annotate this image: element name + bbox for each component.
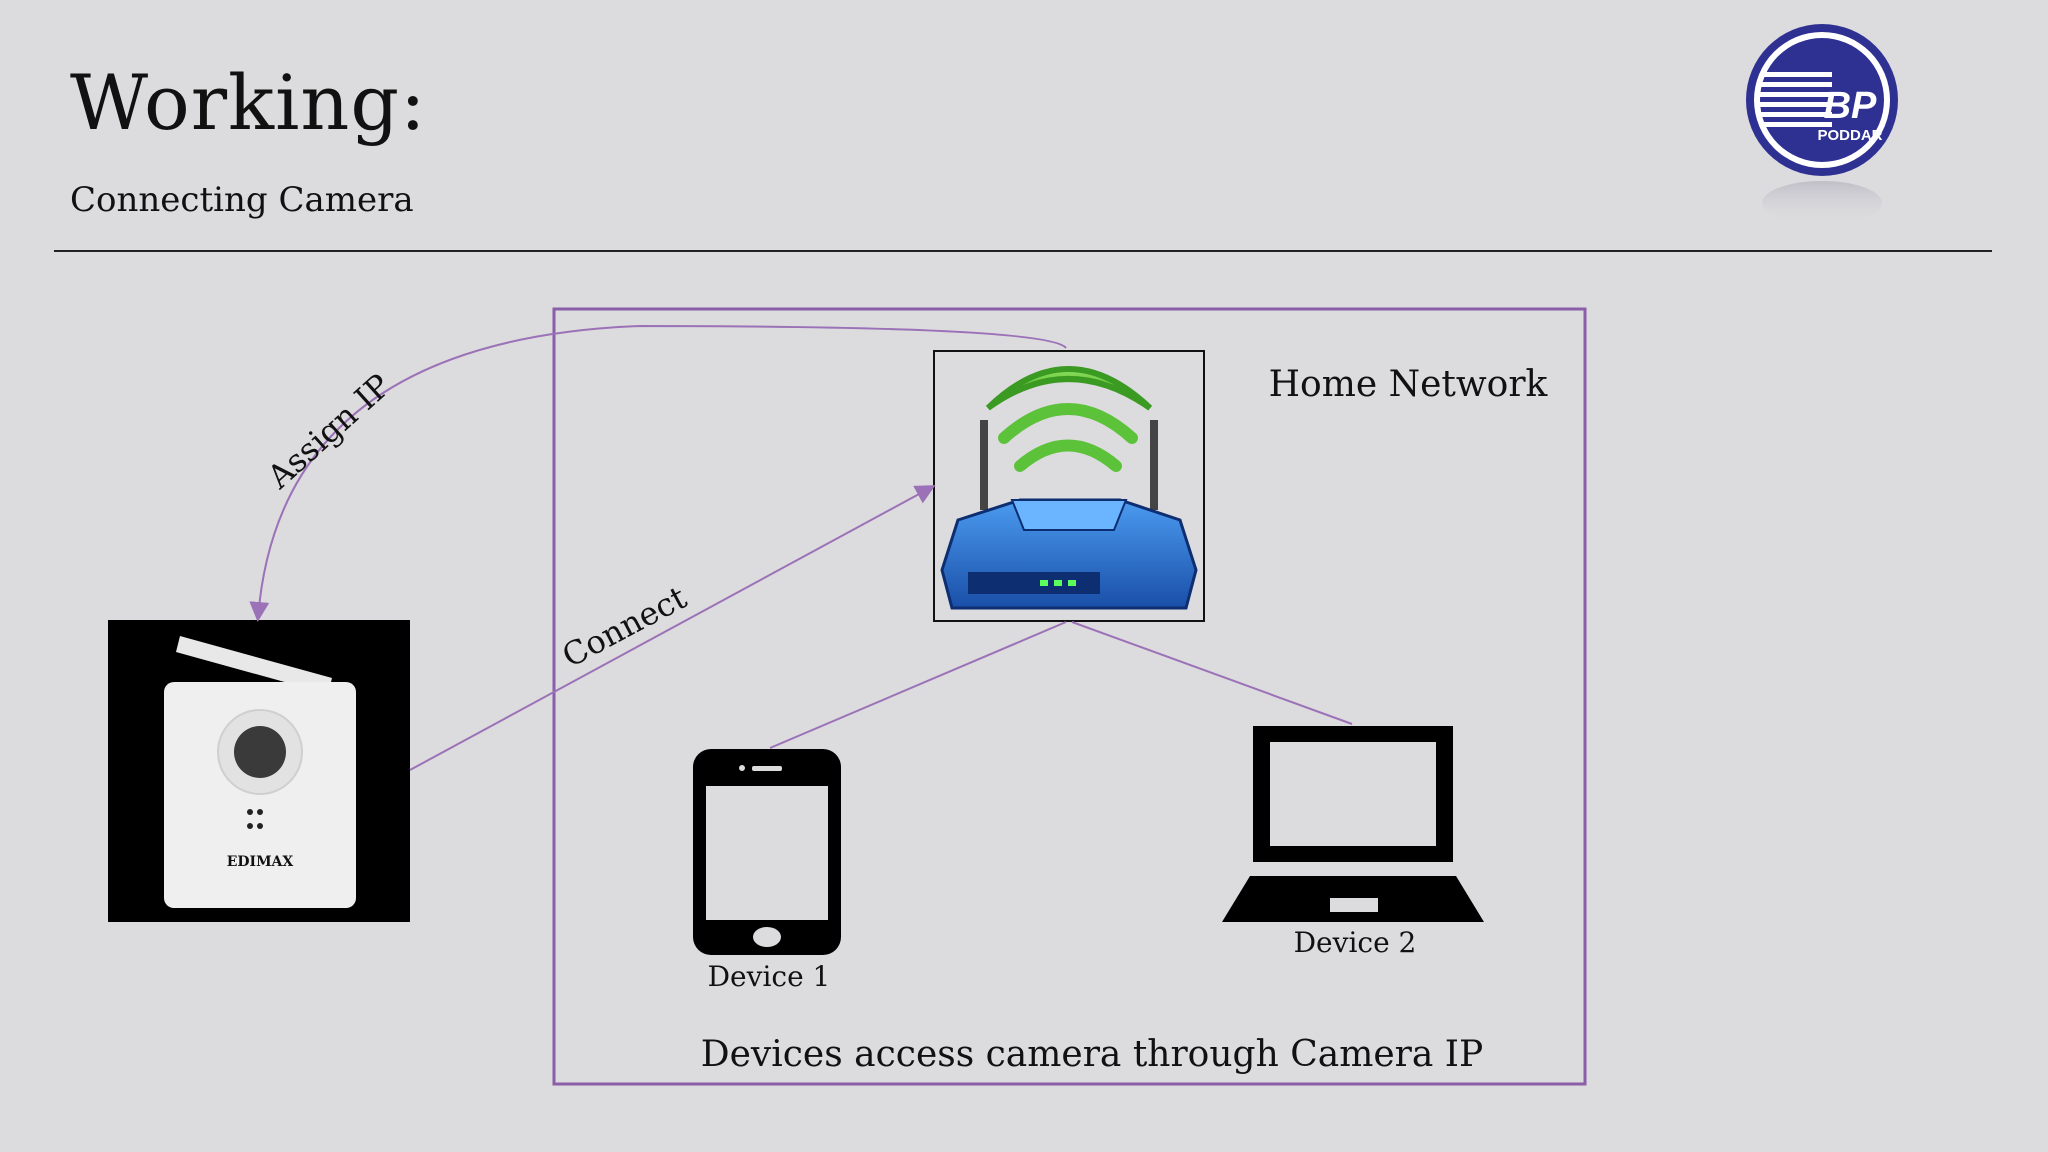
svg-text:PODDAR: PODDAR <box>1817 127 1882 144</box>
assign-ip-label: Assign IP <box>259 366 398 496</box>
wifi-signal-icon <box>985 366 1153 411</box>
ip-camera: EDIMAX <box>108 620 410 922</box>
footer-caption: Devices access camera through Camera IP <box>701 1034 1483 1075</box>
camera-brand: EDIMAX <box>227 854 294 870</box>
slide-title: Working: <box>70 58 427 147</box>
connect-arrow <box>409 485 936 771</box>
assign-ip-arrow <box>249 324 1067 622</box>
router <box>933 350 1205 622</box>
institute-logo: BP PODDAR <box>1746 24 1898 225</box>
svg-text:BP: BP <box>1824 85 1877 127</box>
device1-phone-icon <box>693 749 841 955</box>
slide-subtitle: Connecting Camera <box>70 180 414 220</box>
connect-label: Connect <box>556 578 693 675</box>
router-device1-link <box>769 621 1067 749</box>
device2-label: Device 2 <box>1294 926 1417 959</box>
router-device2-link <box>1071 621 1353 725</box>
home-network-label: Home Network <box>1269 364 1549 405</box>
home-network-box <box>552 307 1587 1086</box>
device1-label: Device 1 <box>708 960 831 993</box>
title-divider <box>54 250 1992 252</box>
device2-laptop-icon <box>1222 726 1484 922</box>
